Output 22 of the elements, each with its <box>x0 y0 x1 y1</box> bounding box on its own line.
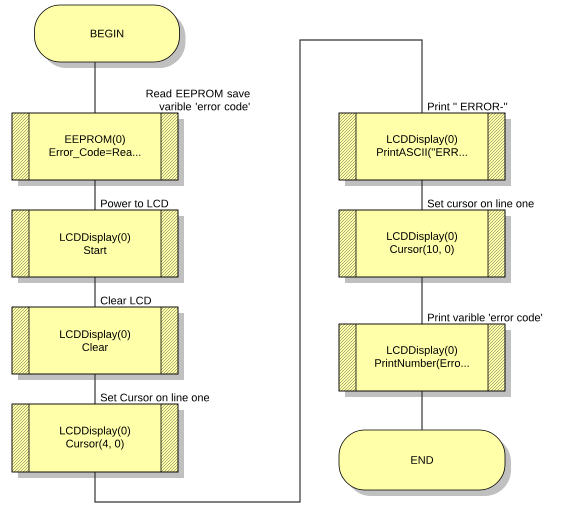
edge-label: Set Cursor on line one <box>100 393 210 402</box>
connector <box>421 180 423 210</box>
connector <box>94 277 96 307</box>
subroutine-box: LCDDisplay(0) Cursor(4, 0) <box>12 404 184 478</box>
connector <box>94 62 96 113</box>
connector <box>94 39 423 503</box>
connector <box>94 374 96 404</box>
edge-label: Clear LCD <box>100 296 151 304</box>
subroutine-box: EEPROM(0) Error_Code=Rea... <box>12 112 184 186</box>
connector <box>421 277 423 324</box>
subroutine-box: LCDDisplay(0) Cursor(10, 0) <box>338 210 511 283</box>
connector <box>421 391 423 430</box>
subroutine-box: LCDDisplay(0) Start <box>12 210 184 283</box>
subroutine-box: LCDDisplay(0) Clear <box>12 306 184 380</box>
edge-label: Set cursor on line one <box>428 199 534 208</box>
subroutine-box: LCDDisplay(0) PrintASCII(''ERR... <box>338 112 511 186</box>
edge-label: Power to LCD <box>101 200 168 208</box>
edge-label: Print '' ERROR-'' <box>428 102 508 110</box>
connector <box>94 180 96 210</box>
edge-label: Read EEPROM save varible 'error code' <box>146 89 250 110</box>
subroutine-box: LCDDisplay(0) PrintNumber(Erro... <box>338 324 511 397</box>
edge-label: Print varible 'error code' <box>428 313 542 322</box>
